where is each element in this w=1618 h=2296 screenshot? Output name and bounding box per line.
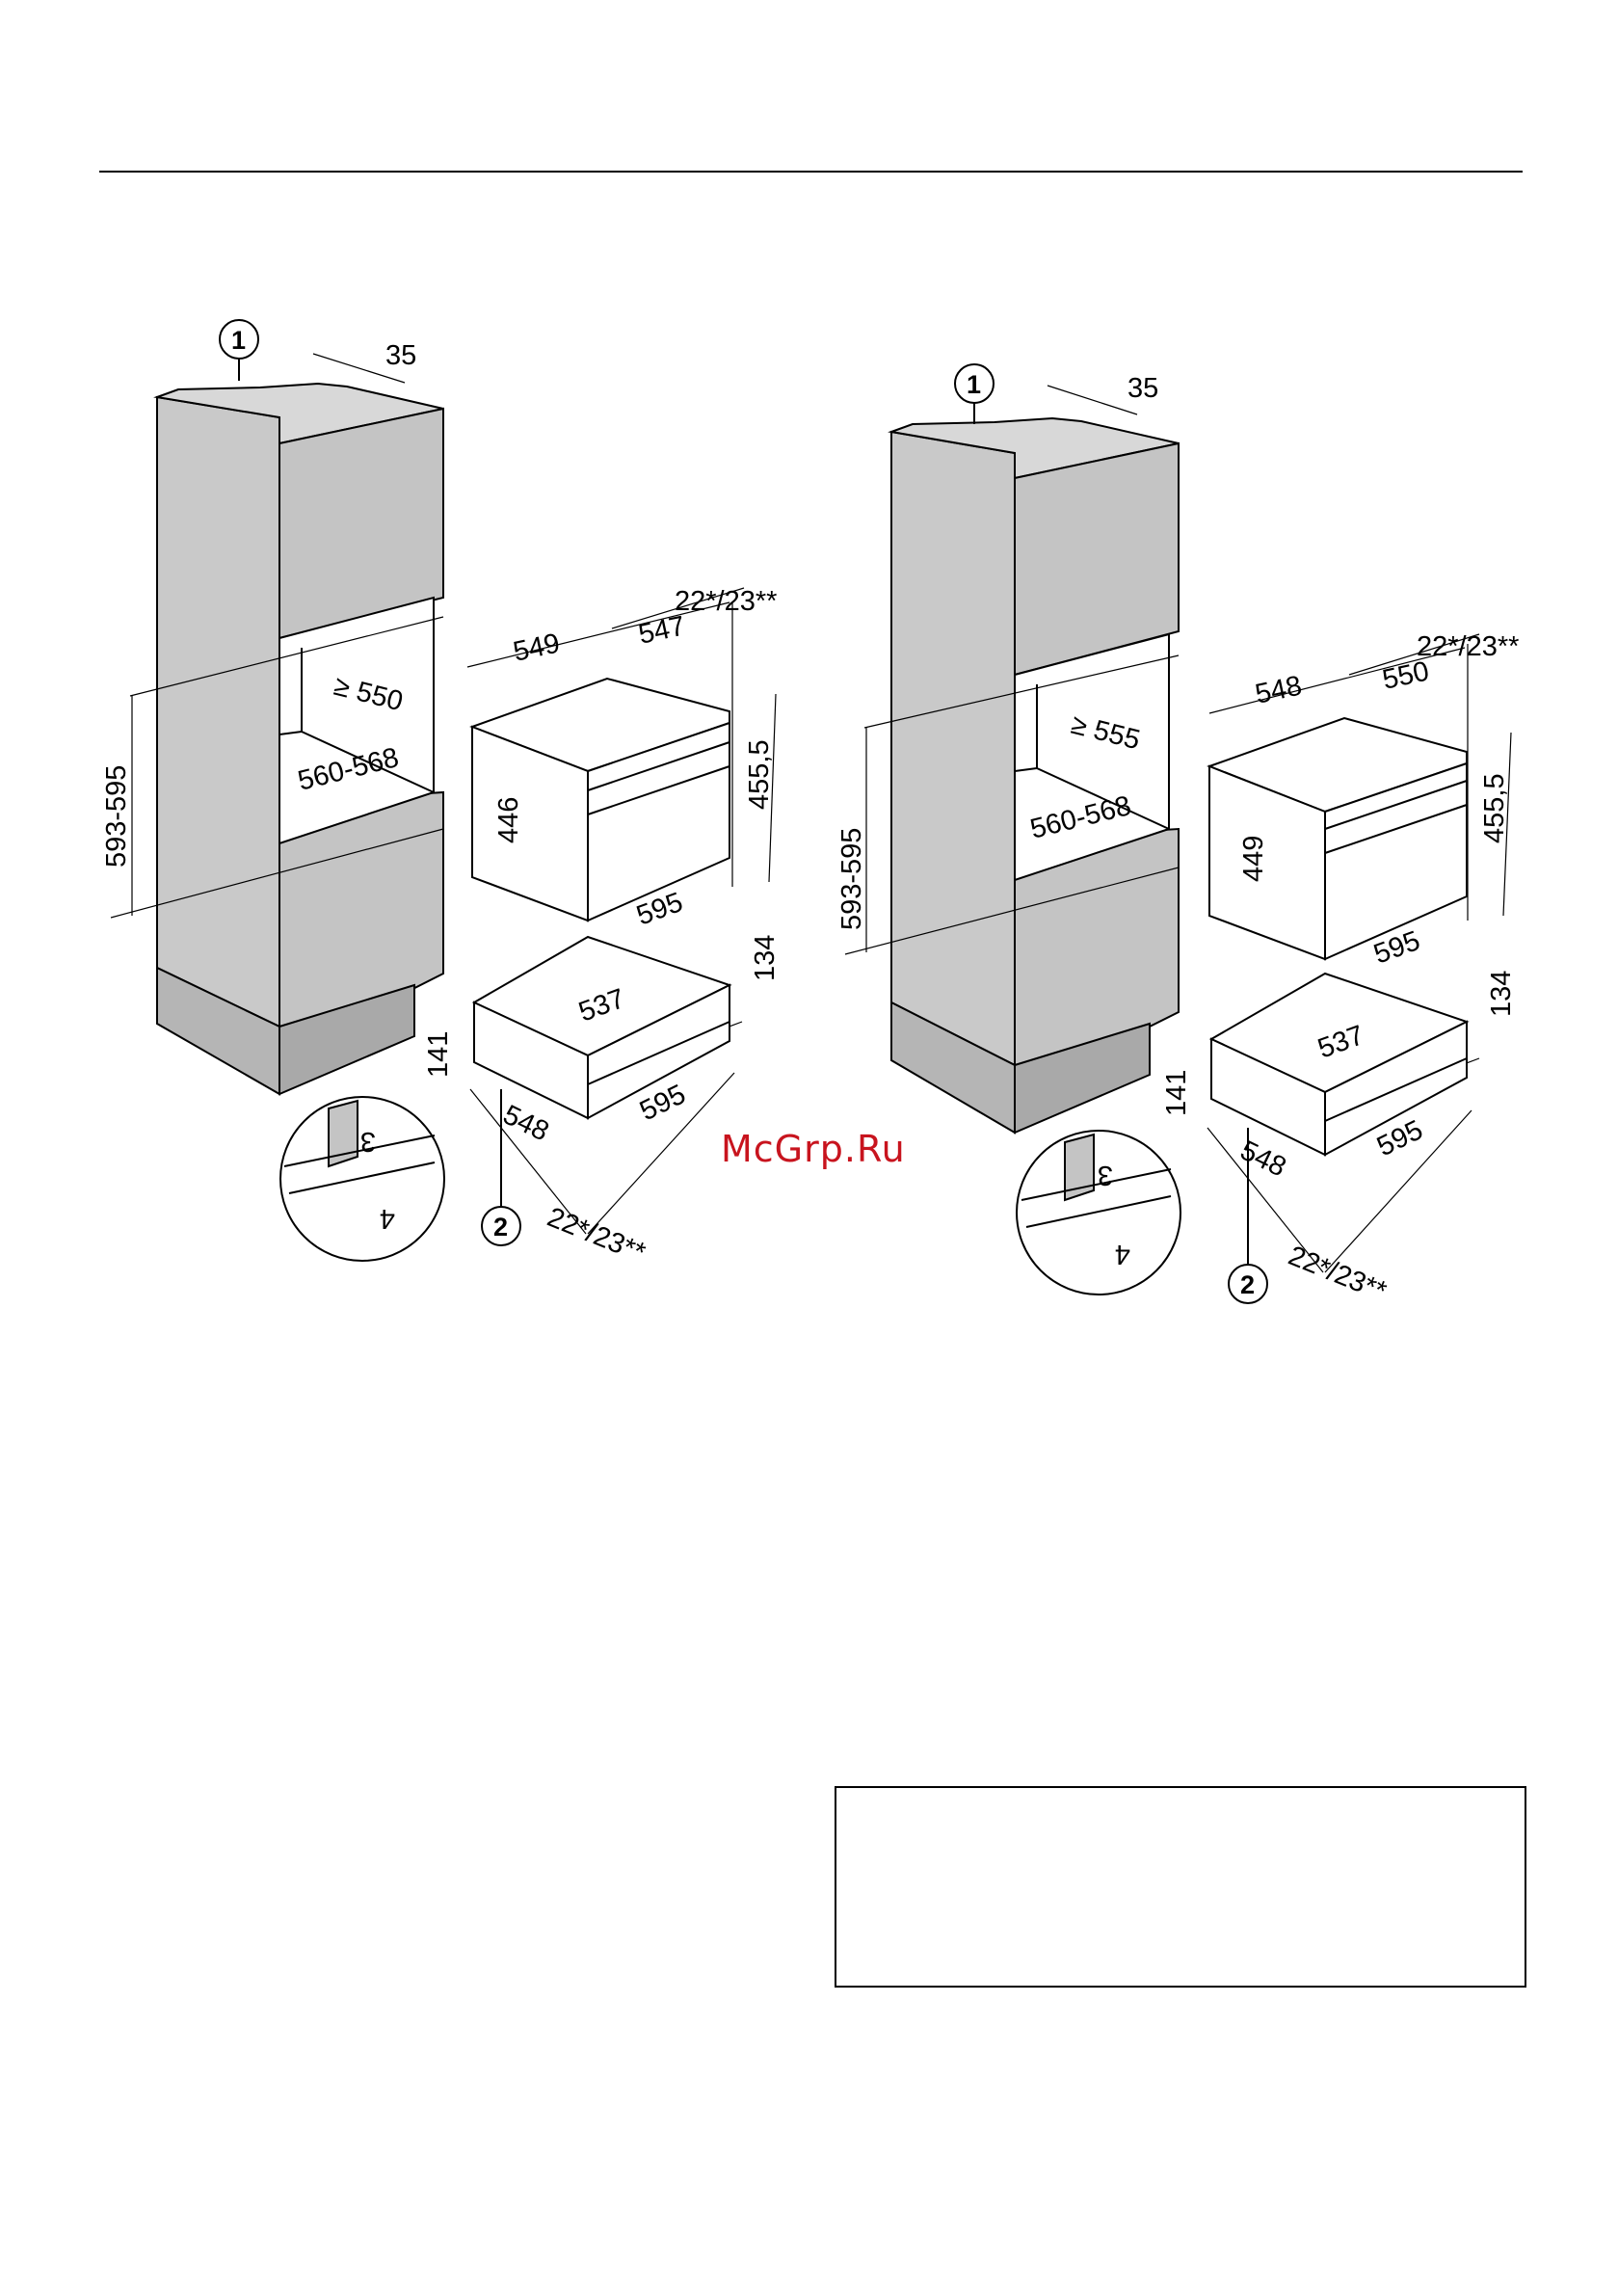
left-dim-detail-gap-top: 3 [360,1126,376,1157]
right-drawer [1211,974,1467,1155]
right-callout-2: 2 [1240,1270,1255,1299]
right-dim-drawer-front-height: 134 [1486,971,1517,1017]
left-dim-appliance-height: 446 [493,797,524,843]
right-dim-niche-height: 593-595 [836,828,867,930]
right-dim-detail-gap-bottom: 4 [1115,1239,1130,1269]
right-callout-1: 1 [967,370,981,399]
left-dim-detail-gap-bottom: 4 [380,1203,395,1234]
right-dim-top-depth: 35 [1127,373,1158,404]
right-cabinet [891,418,1179,1133]
left-dim-drawer-side-depth: 548 [498,1100,554,1148]
right-dim-front-height: 455,5 [1479,773,1510,843]
left-callout-2: 2 [493,1213,508,1241]
right-dim-drawer-height: 141 [1161,1070,1192,1116]
left-cabinet [157,384,443,1094]
left-diagram [111,320,776,1261]
left-dim-drawer-height: 141 [423,1031,454,1078]
watermark: McGrp.Ru [721,1128,906,1170]
left-drawer [474,937,729,1118]
right-dim-appliance-height: 449 [1238,836,1269,882]
right-detail [1017,1131,1180,1295]
right-dim-front-offset: 22*/23** [1417,631,1519,662]
left-dim-top-depth: 35 [385,340,416,371]
right-dim-drawer-front-offset: 22*/23** [1284,1241,1391,1308]
right-dim-drawer-side-depth: 548 [1235,1135,1291,1184]
left-detail [280,1097,444,1261]
left-dim-front-offset: 22*/23** [675,586,777,617]
right-dim-detail-gap-top: 3 [1098,1160,1113,1190]
left-dim-front-height: 455,5 [744,739,775,810]
left-callout-1: 1 [231,326,246,355]
left-dim-appliance-depth: 549 [511,627,563,667]
left-dim-drawer-front-offset: 22*/23** [543,1202,650,1269]
right-dim-appliance-depth: 548 [1253,670,1305,709]
right-diagram [845,364,1511,1303]
note-box [835,1786,1526,1988]
left-dim-niche-height: 593-595 [101,765,132,868]
left-dim-drawer-front-height: 134 [750,935,781,981]
